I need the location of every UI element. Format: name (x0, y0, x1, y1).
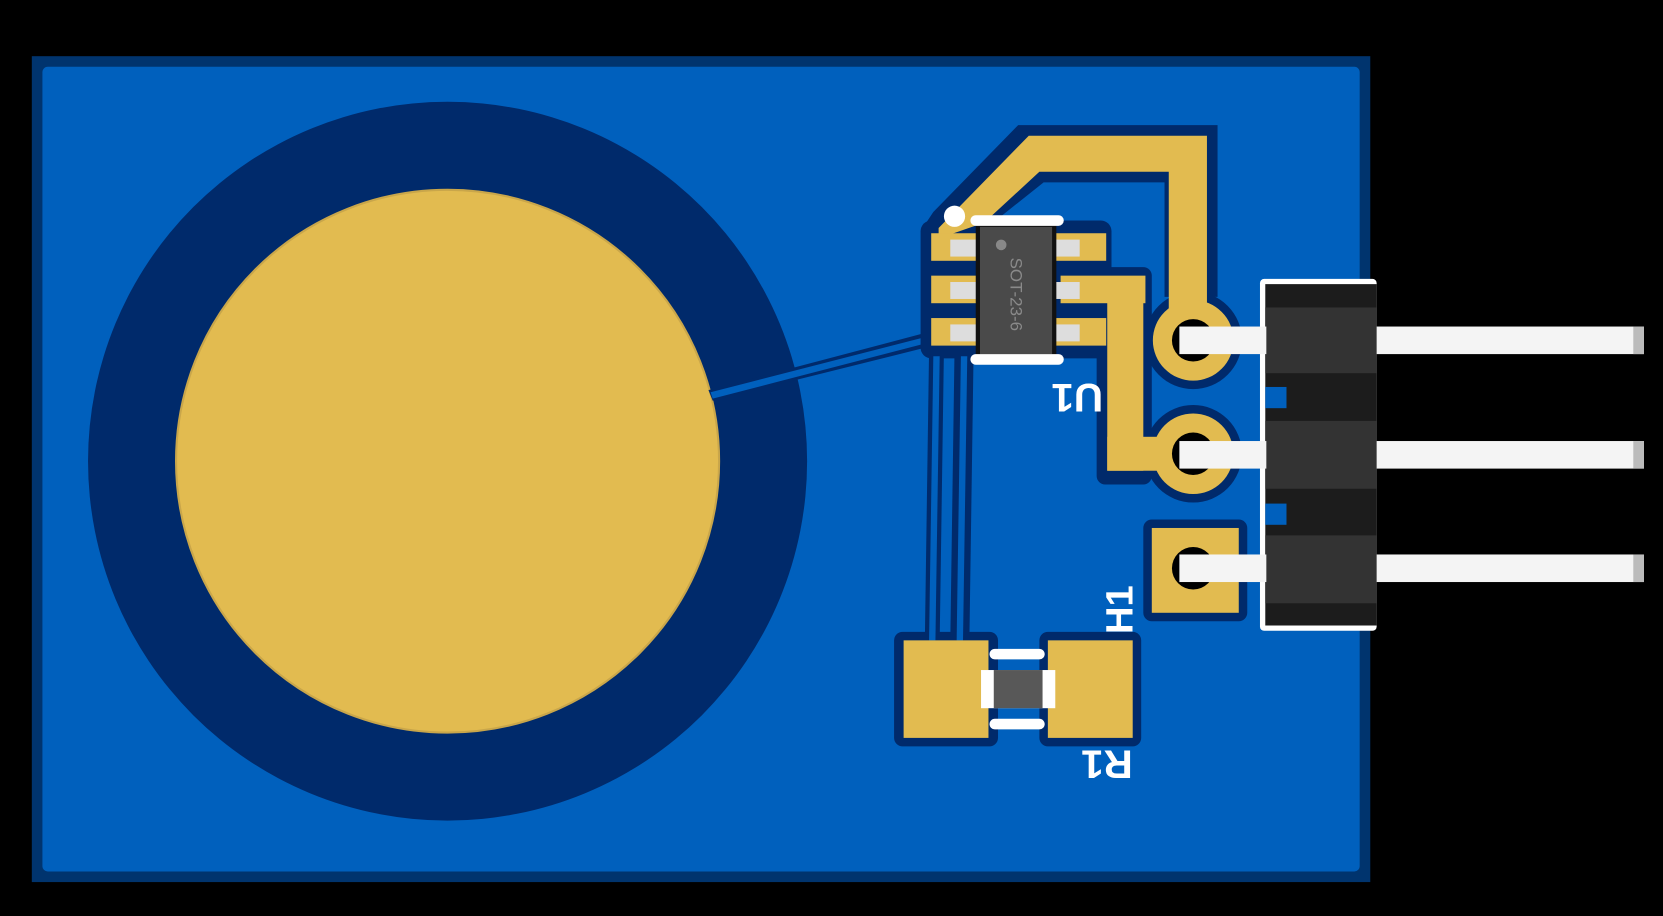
u1-package-label: SOT-23-6 (1007, 258, 1026, 331)
header-pin (1171, 432, 1644, 475)
r1-designator: R1 (1081, 742, 1133, 787)
u1-designator: U1 (1052, 375, 1104, 420)
u1-ic: SOT-23-6 U1 (931, 205, 1146, 420)
h1-header: H1 (1099, 278, 1644, 634)
capacitive-touch-pad (88, 101, 934, 821)
r1-resistor: R1 (903, 640, 1133, 787)
header-pin (1171, 319, 1644, 362)
header-pin (1171, 547, 1644, 590)
h1-designator: H1 (1099, 585, 1142, 634)
